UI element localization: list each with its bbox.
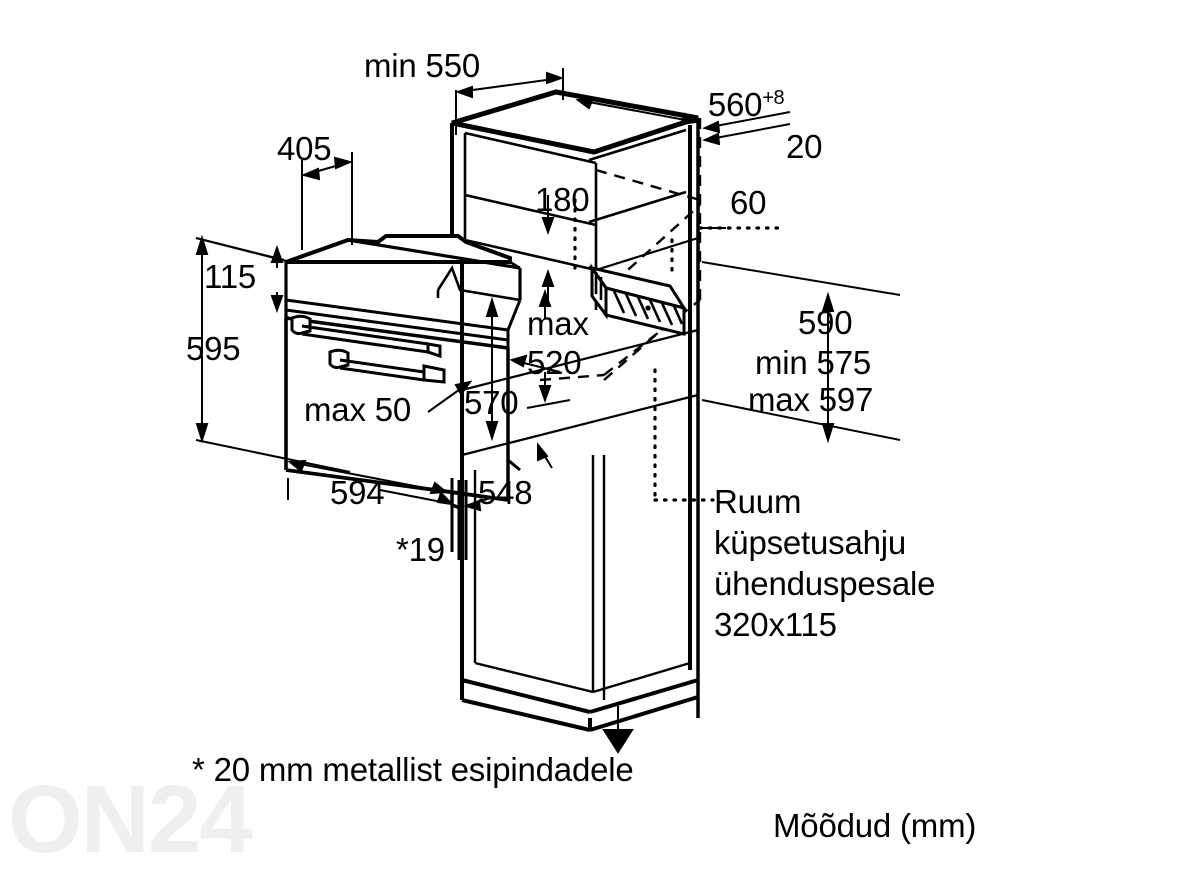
dimension-560-tolerance: +8 [762,86,785,109]
units-note: Mõõdud (mm) [773,807,977,844]
socket-note-line-4: 320x115 [714,606,837,643]
cabinet-bottom [460,678,699,732]
socket-recess-hatched [588,263,688,336]
dimension-min-575: min 575 [755,344,872,381]
dimension-20: 20 [786,128,823,165]
dimension-590: 590 [798,304,853,341]
dimension-115: 115 [204,258,257,295]
socket-note-line-1: Ruum [714,483,802,520]
dimension-max-520-line1: max [527,305,589,342]
dimension-max-520-line2: 520 [527,344,582,381]
cabinet-upper-compartment [463,128,687,310]
dimension-max-597: max 597 [748,381,874,418]
oven-door-handle [328,348,446,384]
frame-thickness-marks [450,478,468,560]
dimension-595: 595 [186,330,241,367]
dimension-180: 180 [535,181,590,218]
dimension-max-50: max 50 [304,391,412,428]
socket-note-line-3: ühenduspesale [714,565,936,602]
on24-watermark: ON24 [8,766,253,873]
dimension-560: 560+8 [672,50,785,161]
socket-zone-dotted [573,198,782,502]
dimension-594: 594 [330,474,385,511]
oven-control-panel [284,262,522,342]
oven-handle-upper [290,314,442,359]
dimension-570: 570 [464,384,519,421]
oven-rear-frame [436,260,521,302]
dimension-548: 548 [478,474,533,511]
dimension-560-value: 560 [707,85,763,123]
cabinet-top-panel [451,89,699,155]
dimension-19: *19 [396,531,445,568]
dimension-60: 60 [730,184,767,221]
socket-note-line-2: küpsetusahju [714,524,907,561]
dimension-405: 405 [277,130,332,167]
dimension-lines [195,68,901,754]
dimension-min-550: min 550 [364,47,481,84]
footnote-metal-fronts: * 20 mm metallist esipindadele [192,751,634,788]
